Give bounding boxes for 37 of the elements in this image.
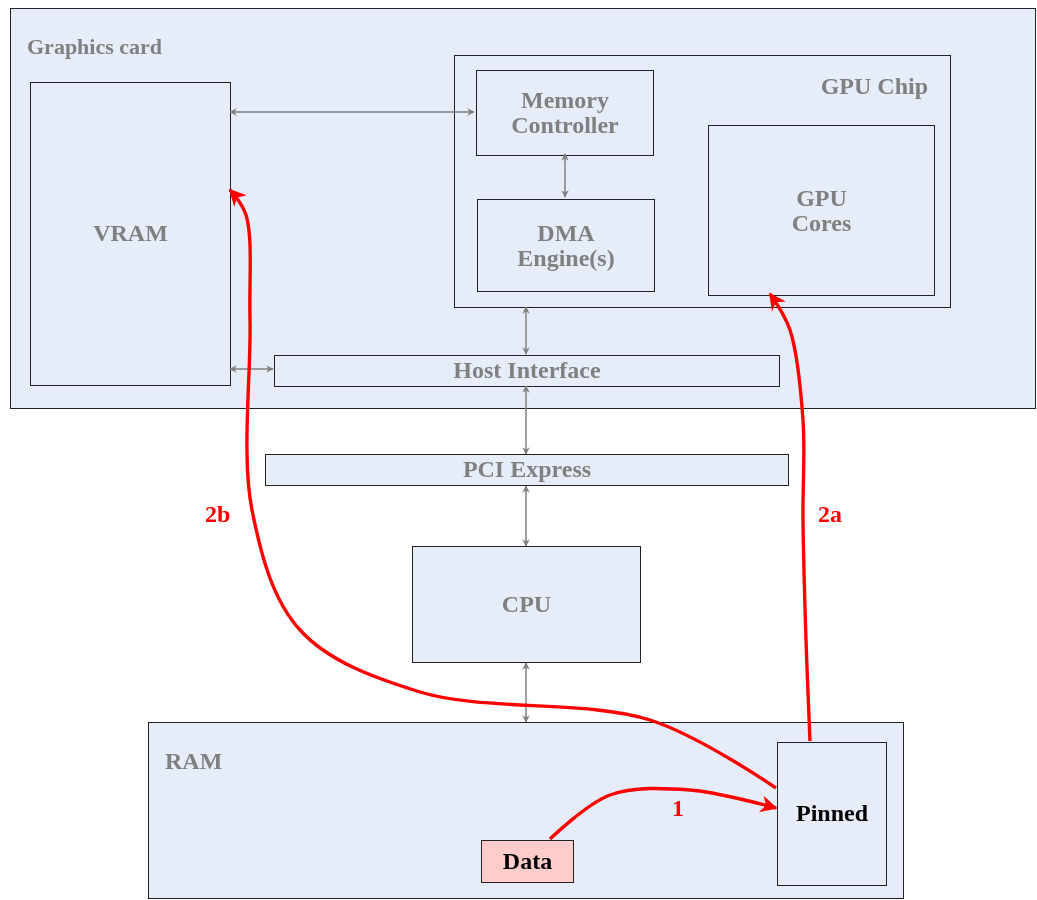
node-label: DMA Engine(s) — [516, 220, 616, 271]
interface-bar — [274, 355, 780, 387]
chip-panel — [454, 55, 951, 308]
edge-label: 1 — [672, 796, 684, 820]
arrow — [561, 153, 569, 198]
arrow — [228, 188, 777, 790]
edge-label: 2a — [818, 502, 842, 526]
node-label: Data — [502, 848, 553, 875]
arrow — [229, 365, 274, 373]
controller-box — [476, 70, 654, 156]
node-label: GPU Cores — [790, 185, 853, 236]
cores-box — [708, 125, 935, 296]
arrow — [548, 786, 778, 841]
node-label: Pinned — [796, 801, 868, 827]
arrow — [522, 385, 530, 455]
engine-box — [477, 199, 655, 292]
data-box — [481, 840, 574, 883]
memory-box — [30, 82, 231, 386]
arrow — [768, 292, 812, 742]
arrow — [522, 306, 530, 355]
node-label: Memory Controller — [510, 87, 620, 139]
node-label: VRAM — [93, 221, 168, 247]
bus-bar — [265, 454, 789, 486]
pinned-box — [777, 742, 887, 886]
node-label: PCI Express — [462, 457, 592, 483]
arrow — [229, 108, 475, 116]
node-label: Host Interface — [453, 358, 601, 384]
node-label: CPU — [501, 591, 552, 618]
group-heading: RAM — [165, 749, 223, 775]
arrow — [522, 485, 530, 547]
edge-label: 2b — [205, 502, 231, 526]
processor-box — [412, 546, 641, 663]
arrow — [522, 662, 530, 723]
group-heading: Graphics card — [27, 35, 163, 59]
graphics-card-panel — [10, 8, 1036, 409]
group-heading: GPU Chip — [820, 74, 928, 100]
ram-panel — [148, 722, 904, 899]
